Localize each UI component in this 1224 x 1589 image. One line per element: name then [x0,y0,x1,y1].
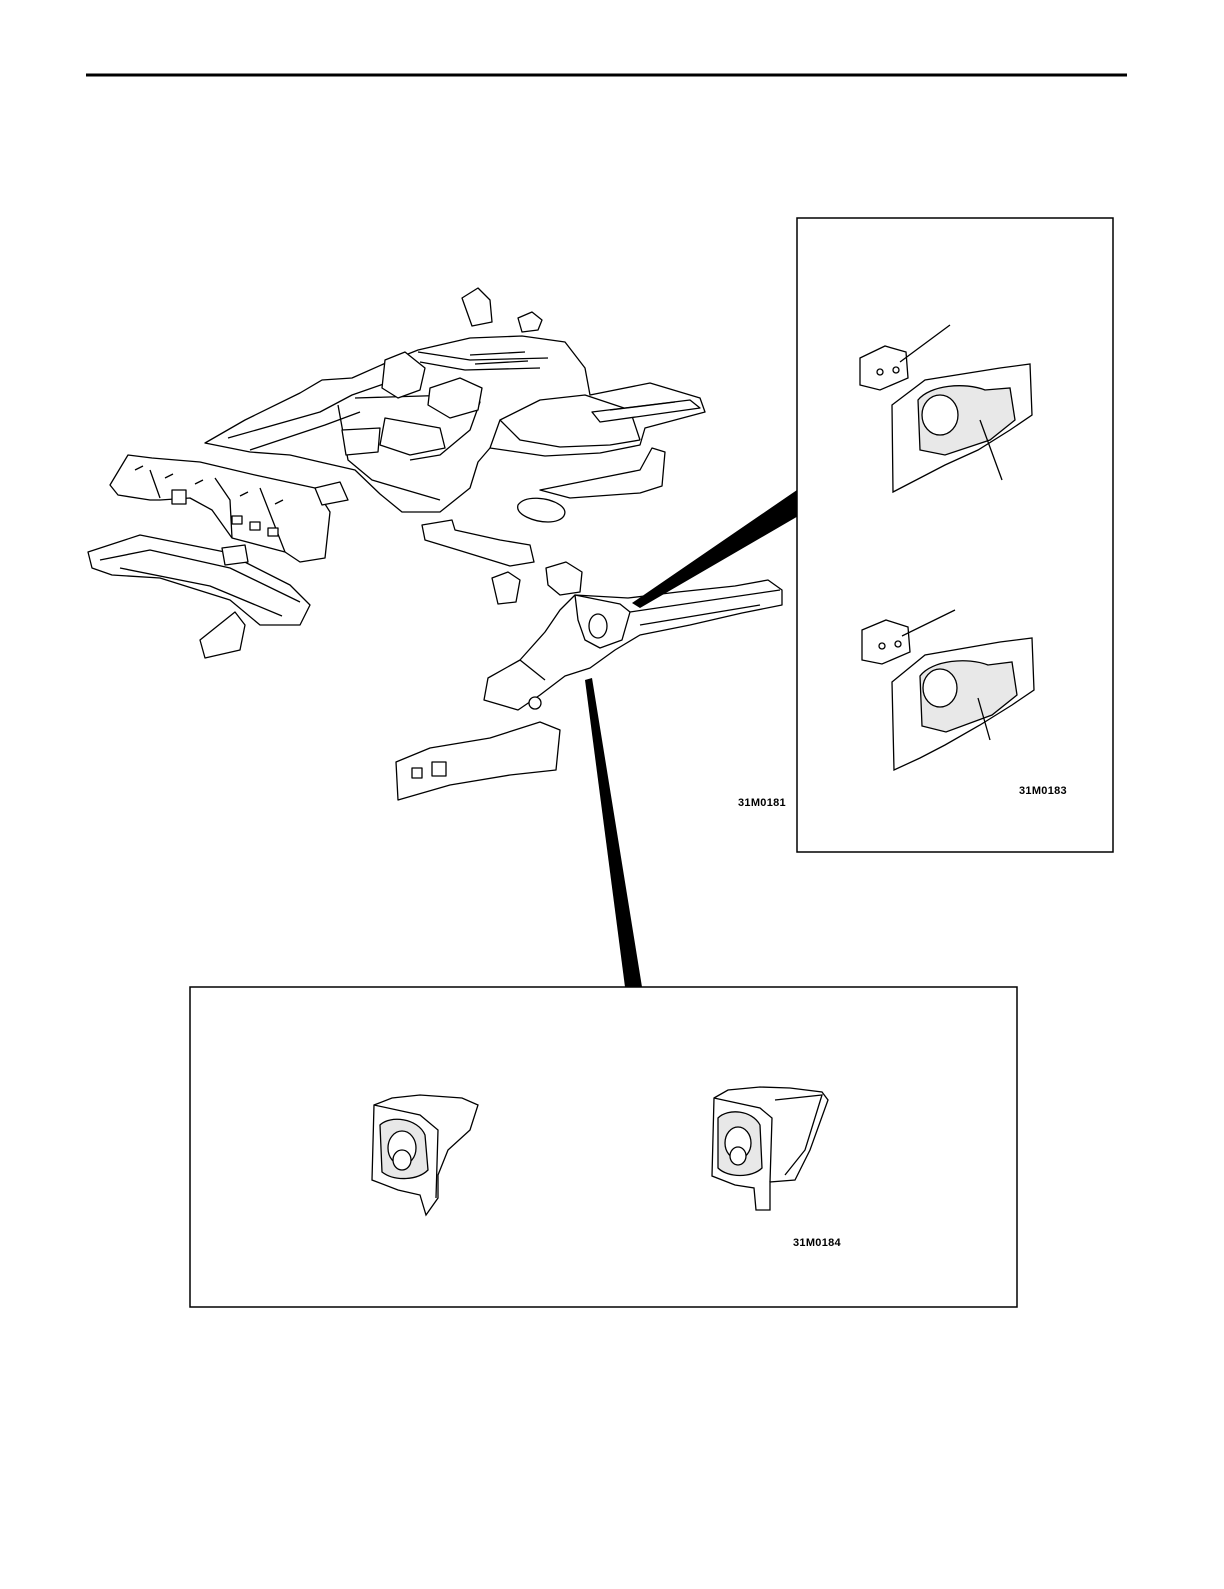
lower-bracket-2 [546,562,582,595]
center-bracket-small [222,545,248,565]
right-inset [797,218,1113,852]
callout-wedge-bottom [585,678,642,987]
floor-patch-small [315,482,348,505]
figure-code-right-inset: 31M0183 [1019,785,1067,797]
rear-side-member [484,580,782,710]
lower-bracket-1 [492,572,520,604]
sill-hole-2 [432,762,446,776]
bottom-inset [190,987,1017,1307]
main-exploded-view [88,288,782,800]
rear-bracket-left [200,612,245,658]
figure-code-bottom-inset: 31M0184 [793,1237,841,1249]
figure-code-main: 31M0181 [738,797,786,809]
sill-reinforcement [396,722,560,800]
lower-cross-member [422,520,534,566]
right-inset-frame [797,218,1113,852]
bottom-inset-frame [190,987,1017,1307]
oval-bracket [518,498,565,522]
sill-hole [412,768,422,778]
